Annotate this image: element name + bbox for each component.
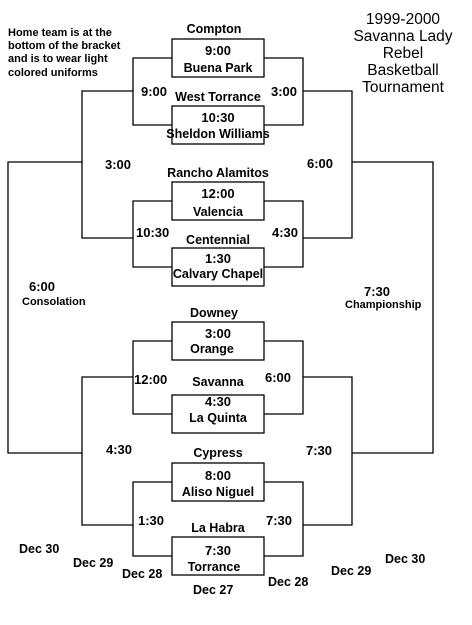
- team-name: Buena Park: [183, 61, 253, 75]
- date-label: Dec 30: [385, 552, 426, 566]
- game-time: 9:00: [204, 43, 232, 58]
- title-line: Basketball: [367, 62, 439, 80]
- bracket-line: [303, 376, 353, 526]
- date-label: Dec 30: [19, 542, 60, 556]
- title-line: 1999-2000: [365, 11, 441, 28]
- team-name: La Quinta: [189, 411, 247, 425]
- team-name: Savanna: [192, 375, 244, 389]
- round3-time: 4:30: [106, 442, 133, 457]
- team-name: La Habra: [191, 521, 245, 535]
- title-line: Savanna Lady: [353, 28, 453, 46]
- bracket-line: [132, 200, 172, 268]
- game-time: 12:00: [201, 186, 235, 201]
- team-name: Sheldon Williams: [166, 127, 270, 141]
- game-time: 8:00: [204, 468, 232, 483]
- consolation-line: [7, 161, 82, 454]
- game-time: 4:30: [204, 394, 232, 409]
- team-name: Calvary Chapel: [172, 267, 264, 281]
- title-line: Tournament: [362, 79, 444, 97]
- team-name: Centennial: [186, 233, 250, 247]
- tournament-title: 1999-2000 Savanna Lady Rebel Basketball …: [353, 11, 452, 96]
- date-label: Dec 27: [193, 583, 234, 597]
- team-name: Downey: [190, 306, 238, 320]
- team-name: Rancho Alamitos: [167, 166, 269, 180]
- round3-time: 3:00: [105, 157, 132, 172]
- round2-time: 10:30: [136, 225, 170, 240]
- round2-time: 7:30: [266, 513, 293, 528]
- game-time: 1:30: [204, 251, 232, 266]
- team-name: Torrance: [187, 560, 241, 574]
- championship-label: Championship: [345, 299, 422, 311]
- home-team-note: Home team is at the bottom of the bracke…: [8, 27, 120, 80]
- round2-time: 3:00: [271, 84, 298, 99]
- game-time: 10:30: [201, 110, 235, 125]
- round2-time: 12:00: [134, 372, 168, 387]
- bracket-line: [303, 90, 353, 239]
- team-name: West Torrance: [175, 90, 261, 104]
- team-name: Orange: [190, 342, 234, 356]
- game-time: 3:00: [204, 326, 232, 341]
- date-label: Dec 29: [331, 564, 372, 578]
- consolation-label: Consolation: [22, 296, 86, 308]
- team-name: Aliso Niguel: [181, 485, 255, 499]
- note-line: Home team is at the: [8, 27, 112, 39]
- title-line: Rebel: [382, 45, 424, 63]
- round2-time: 9:00: [141, 84, 168, 99]
- team-name: Cypress: [193, 446, 243, 460]
- date-label: Dec 29: [73, 556, 114, 570]
- bracket-line: [132, 481, 172, 557]
- round3-time: 7:30: [306, 443, 333, 458]
- bracket-line: [81, 376, 133, 526]
- round2-time: 1:30: [138, 513, 165, 528]
- note-line: colored uniforms: [8, 66, 98, 79]
- date-label: Dec 28: [268, 575, 309, 589]
- round2-time: 4:30: [272, 225, 299, 240]
- team-name: Compton: [186, 22, 242, 36]
- note-line: and is to wear light: [8, 53, 108, 66]
- round3-time: 6:00: [307, 156, 334, 171]
- bracket-line: [264, 200, 304, 268]
- round2-time: 6:00: [265, 370, 292, 385]
- championship-time: 7:30: [364, 284, 391, 299]
- bracket-line: [264, 481, 304, 557]
- note-line: bottom of the bracket: [8, 40, 121, 53]
- game-time: 7:30: [204, 543, 232, 558]
- team-name: Valencia: [192, 205, 244, 219]
- consolation-time: 6:00: [29, 279, 56, 294]
- date-label: Dec 28: [122, 567, 163, 581]
- bracket-line: [81, 90, 133, 239]
- championship-line: [352, 161, 434, 454]
